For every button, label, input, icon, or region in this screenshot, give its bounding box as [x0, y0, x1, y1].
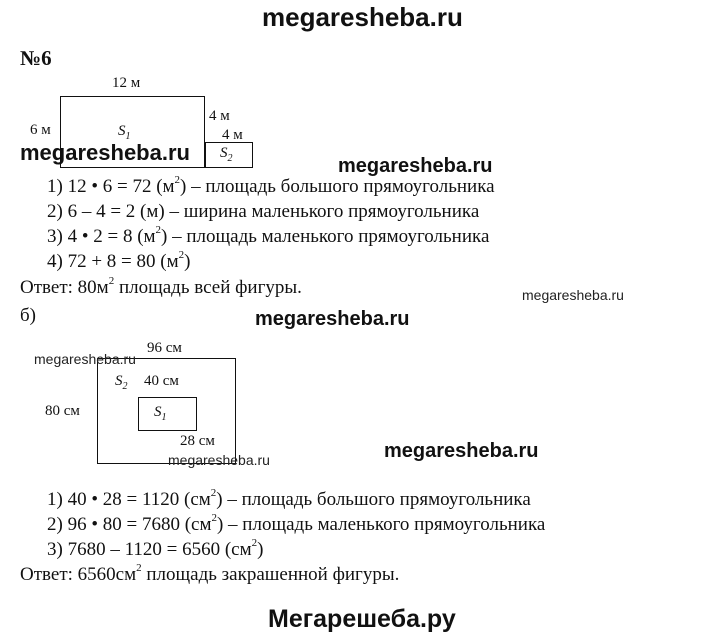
problem-number: №6 — [20, 46, 52, 70]
solution-a-line-2: 2) 6 – 4 = 2 (м) – ширина маленького пря… — [47, 201, 480, 222]
label-inner-40: 40 см — [144, 373, 179, 389]
watermark-small-right[interactable]: megaresheba.ru — [522, 287, 624, 303]
watermark-mid-right[interactable]: megaresheba.ru — [338, 155, 493, 177]
watermark-top[interactable]: megaresheba.ru — [262, 2, 463, 32]
large-rectangle — [60, 96, 205, 168]
label-s1: S1 — [118, 123, 131, 142]
part-b-label: б) — [20, 305, 36, 326]
solution-b-answer: Ответ: 6560см2 площадь закрашенной фигур… — [20, 561, 400, 585]
label-s1-b: S1 — [154, 404, 167, 423]
label-width-80: 80 см — [45, 403, 80, 419]
small-rectangle — [205, 142, 253, 168]
solution-a-line-3: 3) 4 • 2 = 8 (м2) – площадь маленького п… — [47, 223, 490, 247]
footer-brand[interactable]: Мегарешеба.ру — [268, 605, 456, 633]
solution-a-line-1: 1) 12 • 6 = 72 (м2) – площадь большого п… — [47, 173, 495, 197]
watermark-figure-a[interactable]: megaresheba.ru — [20, 140, 190, 165]
solution-a-answer: Ответ: 80м2 площадь всей фигуры. — [20, 274, 302, 298]
label-length-12: 12 м — [112, 75, 141, 91]
outer-rectangle — [97, 358, 236, 464]
label-length-96: 96 см — [147, 340, 182, 356]
label-s2-b: S2 — [115, 373, 128, 392]
solution-a-line-4: 4) 72 + 8 = 80 (м2) — [47, 248, 191, 272]
watermark-figure-b-bottom[interactable]: megaresheba.ru — [168, 452, 270, 468]
solution-b-line-1: 1) 40 • 28 = 1120 (см2) – площадь большо… — [47, 486, 531, 510]
solution-b-line-2: 2) 96 • 80 = 7680 (см2) – площадь малень… — [47, 511, 546, 535]
watermark-right-b[interactable]: megaresheba.ru — [384, 440, 539, 462]
label-s2: S2 — [220, 145, 233, 164]
watermark-small-left[interactable]: megaresheba.ru — [34, 351, 136, 367]
label-small-length-4: 4 м — [222, 127, 243, 143]
label-inner-28: 28 см — [180, 433, 215, 449]
inner-rectangle — [138, 397, 197, 431]
solution-b-line-3: 3) 7680 – 1120 = 6560 (см2) — [47, 536, 264, 560]
label-width-6: 6 м — [30, 122, 51, 138]
label-height-4: 4 м — [209, 108, 230, 124]
watermark-center-b[interactable]: megaresheba.ru — [255, 308, 410, 330]
